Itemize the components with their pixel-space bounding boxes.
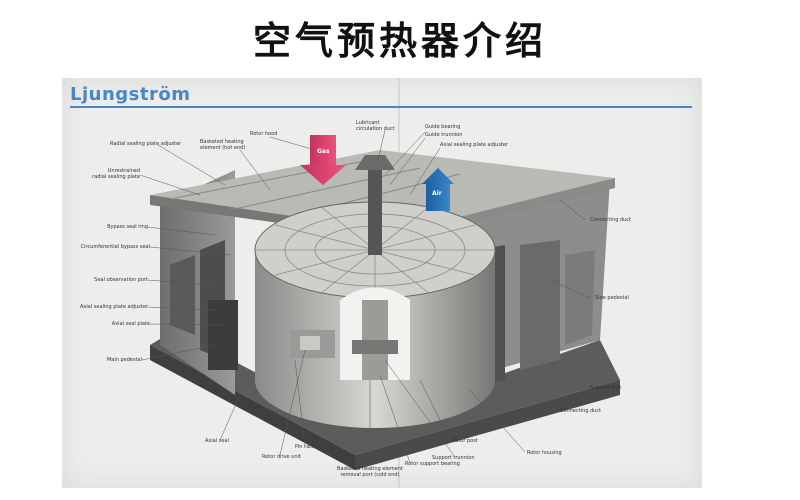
brand-rule bbox=[70, 106, 692, 108]
callout-guide-trunnion: Guide trunnion bbox=[425, 132, 463, 138]
callout-seal-observation: Seal observation port bbox=[94, 277, 148, 283]
callout-axial-seal-adjuster-top: Axial sealing plate adjuster bbox=[440, 142, 509, 148]
leader-lines bbox=[139, 129, 591, 466]
callout-radial-seal-adjuster: Radial sealing plate adjuster bbox=[110, 141, 182, 147]
callout-support-foot: Support foot bbox=[590, 385, 622, 391]
callout-guide-bearing: Guide bearing bbox=[425, 124, 461, 130]
callout-rotor-support-bearing: Rotor support bearing bbox=[405, 461, 460, 467]
callout-unrestrained-radial: Unrestrained radial sealing plate bbox=[92, 168, 140, 180]
callout-connecting-duct-top: Connecting duct bbox=[590, 217, 632, 223]
callout-connecting-duct-bottom: Connecting duct bbox=[560, 408, 602, 414]
callout-rotor-housing: Rotor housing bbox=[527, 450, 562, 456]
callout-axial-seal-adjuster: Axial sealing plate adjuster bbox=[79, 304, 148, 310]
callout-pin-rack: Pin rack bbox=[295, 444, 315, 450]
left-casing bbox=[160, 170, 238, 395]
callout-support-trunnion: Support trunnion bbox=[432, 455, 475, 461]
callout-lubricant-circulation: Lubricant circulation duct bbox=[356, 120, 395, 132]
callout-axial-seal-plate: Axial seal plate bbox=[111, 321, 150, 327]
callout-basketed-cold: Basketed heating element removal port (c… bbox=[337, 466, 403, 478]
brand-logo: Ljungström bbox=[70, 84, 191, 105]
callout-bypass-seal-ring: Bypass seal ring bbox=[107, 224, 148, 230]
air-flow-arrow bbox=[422, 168, 454, 211]
callout-rotor-post: Rotor post bbox=[452, 438, 478, 444]
gas-flow-label: Gas bbox=[317, 148, 330, 155]
callout-side-pedestal: Side pedestal bbox=[595, 295, 629, 301]
air-flow-label: Air bbox=[432, 190, 442, 197]
callout-main-pedestal: Main pedestal bbox=[106, 357, 142, 363]
callout-rotor-hood: Rotor hood bbox=[250, 131, 278, 137]
central-post bbox=[290, 155, 410, 380]
page-title: 空气预热器介绍 bbox=[252, 19, 547, 63]
callout-axial-seal: Axial seal bbox=[205, 438, 229, 444]
callout-rotor-drive-unit: Rotor drive unit bbox=[262, 454, 301, 460]
callout-basketed-heating: Basketed heating element (hot end) bbox=[200, 139, 246, 151]
callout-circumferential-bypass: Circumferential bypass seal bbox=[80, 244, 150, 250]
